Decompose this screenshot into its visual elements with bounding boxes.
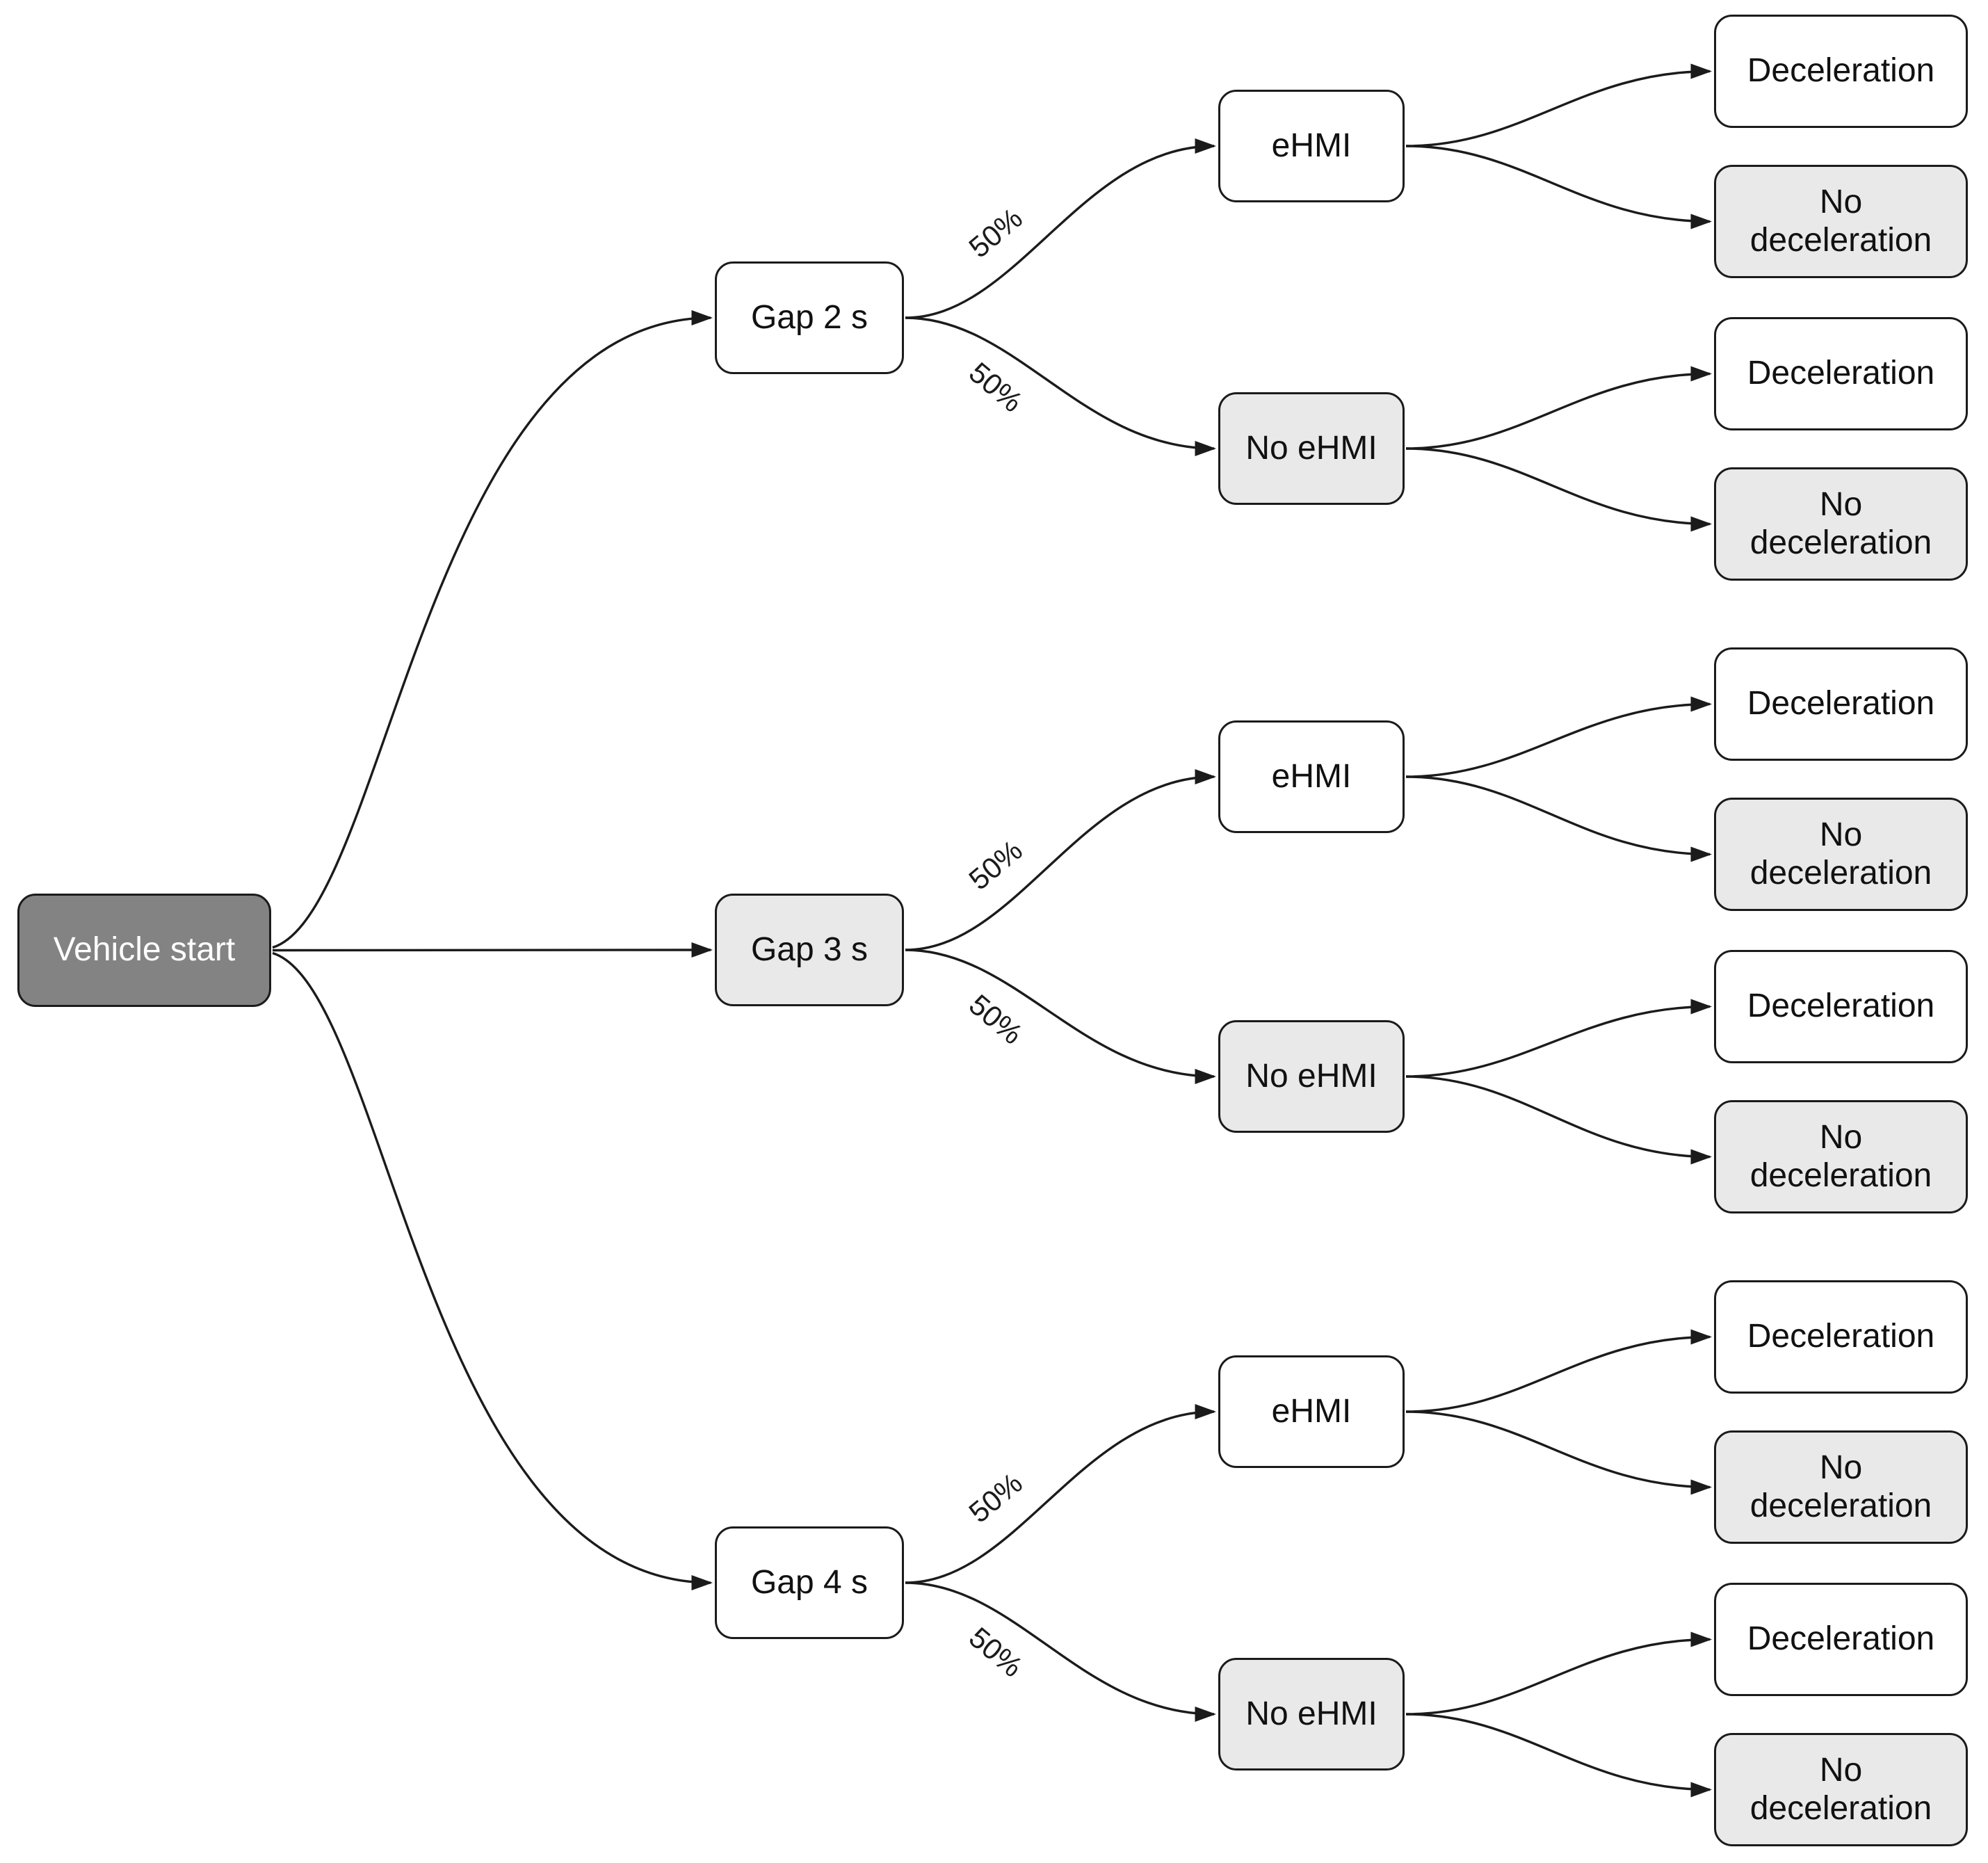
node-ehmi1: eHMI xyxy=(1218,90,1405,202)
edge-ehmi2-dec2a xyxy=(1405,696,1713,778)
node-label: No deceleration xyxy=(1749,486,1932,561)
node-vehicle-start: Vehicle start xyxy=(17,894,271,1007)
node-ndec1b: No deceleration xyxy=(1714,467,1968,581)
node-nehmi3: No eHMI xyxy=(1218,1658,1405,1771)
node-dec1a: Deceleration xyxy=(1714,15,1968,128)
edge-ehmi1-ndec1a xyxy=(1405,145,1713,229)
node-dec3b: Deceleration xyxy=(1714,1583,1968,1696)
node-label: Deceleration xyxy=(1747,1620,1935,1658)
node-nehmi2: No eHMI xyxy=(1218,1020,1405,1133)
node-ehmi2: eHMI xyxy=(1218,720,1405,833)
edge-gap2-nehmi1 xyxy=(905,316,1217,456)
node-ndec3b: No deceleration xyxy=(1714,1733,1968,1846)
node-label: No deceleration xyxy=(1749,1449,1932,1524)
node-ndec2b: No deceleration xyxy=(1714,1100,1968,1213)
edge-vehicle-start-gap3 xyxy=(272,942,713,958)
node-label: Deceleration xyxy=(1747,685,1935,723)
edge-gap4-ehmi3 xyxy=(905,1404,1217,1584)
edge-nehmi1-dec1b xyxy=(1405,366,1713,450)
node-ndec2a: No deceleration xyxy=(1714,798,1968,911)
edge-nehmi3-ndec3b xyxy=(1405,1713,1713,1798)
edge-ehmi3-dec3a xyxy=(1405,1329,1713,1413)
edge-nehmi2-dec2b xyxy=(1405,999,1713,1078)
node-label: No eHMI xyxy=(1245,429,1377,467)
edge-nehmi3-dec3b xyxy=(1405,1631,1713,1716)
edge-ehmi3-ndec3a xyxy=(1405,1410,1713,1495)
edge-ehmi2-ndec2a xyxy=(1405,775,1713,862)
node-gap3: Gap 3 s xyxy=(715,894,904,1006)
node-label: Vehicle start xyxy=(53,931,236,969)
node-label: No deceleration xyxy=(1749,1119,1932,1194)
node-label: eHMI xyxy=(1271,1392,1352,1430)
node-label: Deceleration xyxy=(1747,52,1935,90)
edge-nehmi2-ndec2b xyxy=(1405,1075,1713,1165)
node-label: eHMI xyxy=(1271,757,1352,795)
node-label: No deceleration xyxy=(1749,816,1932,892)
node-label: Deceleration xyxy=(1747,355,1935,392)
node-ehmi3: eHMI xyxy=(1218,1355,1405,1468)
node-label: Gap 2 s xyxy=(750,298,868,336)
edge-gap2-ehmi1 xyxy=(905,138,1217,319)
node-dec3a: Deceleration xyxy=(1714,1280,1968,1394)
edge-gap3-nehmi2 xyxy=(905,949,1217,1084)
node-ndec1a: No deceleration xyxy=(1714,165,1968,278)
node-label: Gap 4 s xyxy=(750,1563,868,1601)
node-dec1b: Deceleration xyxy=(1714,317,1968,430)
node-label: No deceleration xyxy=(1749,184,1932,259)
node-ndec3a: No deceleration xyxy=(1714,1430,1968,1544)
node-label: No deceleration xyxy=(1749,1752,1932,1827)
edge-gap4-nehmi3 xyxy=(905,1581,1217,1722)
node-label: Gap 3 s xyxy=(750,930,868,968)
node-label: No eHMI xyxy=(1245,1057,1377,1095)
node-dec2b: Deceleration xyxy=(1714,950,1968,1063)
node-dec2a: Deceleration xyxy=(1714,647,1968,761)
node-label: eHMI xyxy=(1271,127,1352,164)
node-label: No eHMI xyxy=(1245,1695,1377,1732)
node-gap4: Gap 4 s xyxy=(715,1526,904,1639)
edge-nehmi1-ndec1b xyxy=(1405,447,1713,532)
node-label: Deceleration xyxy=(1747,987,1935,1025)
node-gap2: Gap 2 s xyxy=(715,261,904,374)
edge-ehmi1-dec1a xyxy=(1405,63,1713,147)
node-label: Deceleration xyxy=(1747,1318,1935,1355)
edge-vehicle-start-gap4 xyxy=(272,951,713,1590)
edge-vehicle-start-gap2 xyxy=(272,310,713,949)
node-nehmi1: No eHMI xyxy=(1218,392,1405,505)
edge-gap3-ehmi2 xyxy=(905,769,1217,951)
